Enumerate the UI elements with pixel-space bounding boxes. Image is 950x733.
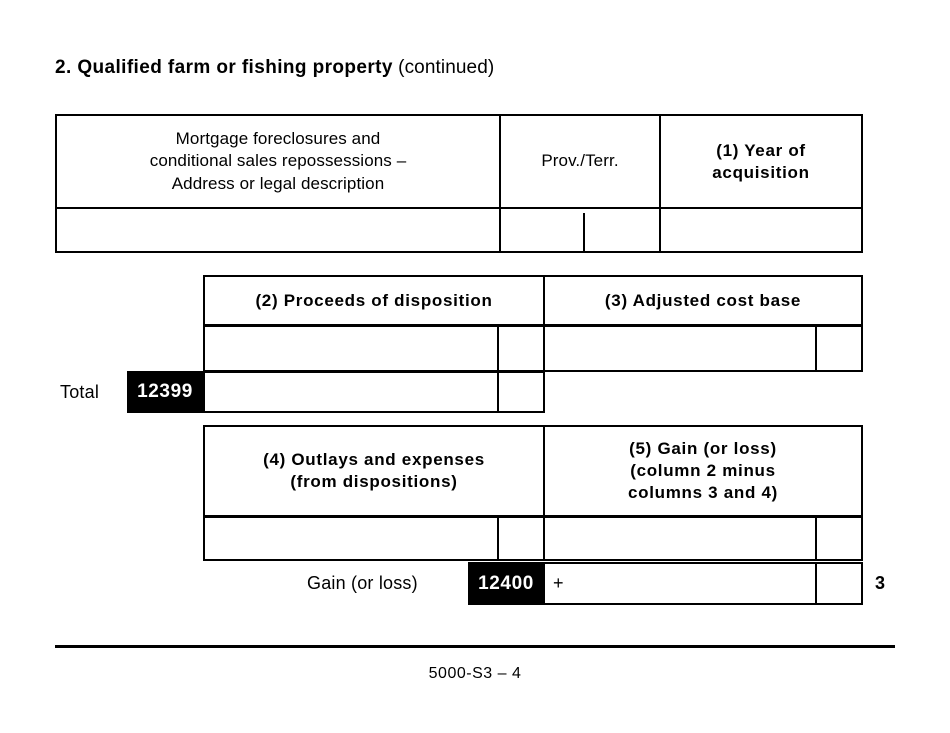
table2-total-label: Total (60, 371, 99, 413)
table2-row1-acb-cents[interactable] (815, 325, 863, 372)
table2-header-proceeds-of-disposition: (2) Proceeds of disposition (203, 275, 545, 326)
table3-header-col5-line1: (5) Gain (or loss) (629, 439, 777, 459)
table1-header-year-line2: acquisition (712, 162, 810, 182)
table1-header-description: Mortgage foreclosures and conditional sa… (55, 114, 501, 209)
table3-gain-total-cents[interactable] (815, 562, 863, 605)
table1-header-year-line1: (1) Year of (716, 140, 806, 160)
table1-header-prov-terr: Prov./Terr. (499, 114, 661, 209)
table2-total-label-text: Total (60, 381, 100, 402)
table3-gain-line-number: 12400 (478, 572, 534, 594)
table2-total-line-number-box: 12399 (127, 371, 203, 413)
table3-header-outlays-and-expenses: (4) Outlays and expenses (from dispositi… (203, 425, 545, 517)
table3-row1-outlays-cents[interactable] (497, 516, 545, 561)
table2-row1-proceeds-cents[interactable] (497, 325, 545, 372)
table3-side-step-number-text: 3 (874, 573, 885, 593)
table1-input-description[interactable] (55, 207, 501, 253)
table2-header-col3-label: (3) Adjusted cost base (604, 290, 802, 310)
table2-total-proceeds-cents[interactable] (497, 371, 545, 413)
section-title: 2. Qualified farm or fishing property (55, 57, 393, 78)
table3-gain-or-loss-label-text: Gain (or loss) (307, 573, 418, 593)
table2-row1-acb-dollars[interactable] (543, 325, 817, 372)
table2-header-adjusted-cost-base: (3) Adjusted cost base (543, 275, 863, 326)
table1-input-prov-terr[interactable] (499, 207, 661, 253)
table3-side-step-number: 3 (868, 562, 892, 605)
table3-gain-total-dollars[interactable] (543, 562, 817, 605)
table3-gain-plus-sign-text: + (553, 573, 564, 593)
footer-divider (55, 645, 895, 648)
table3-header-col4-line2: (from dispositions) (290, 472, 458, 491)
table1-input-year-of-acquisition[interactable] (659, 207, 863, 253)
table2-row1-proceeds-dollars[interactable] (203, 325, 499, 372)
table1-header-description-line2: conditional sales repossessions – (149, 151, 407, 171)
table2-total-line-number: 12399 (137, 381, 193, 402)
table3-row1-outlays-dollars[interactable] (203, 516, 499, 561)
table2-header-col2-label: (2) Proceeds of disposition (255, 290, 493, 310)
footer-form-id: 5000-S3 – 4 (428, 665, 522, 682)
table3-gain-plus-sign: + (553, 562, 564, 605)
table2-total-proceeds-dollars[interactable] (203, 371, 499, 413)
table3-row1-gain-cents[interactable] (815, 516, 863, 561)
table1-header-description-line3: Address or legal description (171, 173, 385, 193)
table3-row1-gain-dollars[interactable] (543, 516, 817, 561)
table3-header-col5-line3: columns 3 and 4) (627, 482, 779, 502)
section-continued-label: (continued) (398, 57, 495, 78)
section-heading: 2. Qualified farm or fishing property (c… (55, 57, 494, 80)
table1-header-year-of-acquisition: (1) Year of acquisition (659, 114, 863, 209)
table1-header-description-line1: Mortgage foreclosures and (175, 129, 381, 149)
table3-gain-line-number-box: 12400 (468, 562, 544, 605)
table3-header-gain-or-loss: (5) Gain (or loss) (column 2 minus colum… (543, 425, 863, 517)
table1-header-prov-terr-label: Prov./Terr. (541, 151, 619, 171)
table1-prov-terr-divider-tick (583, 213, 585, 253)
table3-gain-or-loss-label: Gain (or loss) (307, 562, 418, 605)
table3-header-col5-line2: (column 2 minus (630, 461, 776, 481)
table3-header-col4-line1: (4) Outlays and expenses (263, 450, 485, 470)
